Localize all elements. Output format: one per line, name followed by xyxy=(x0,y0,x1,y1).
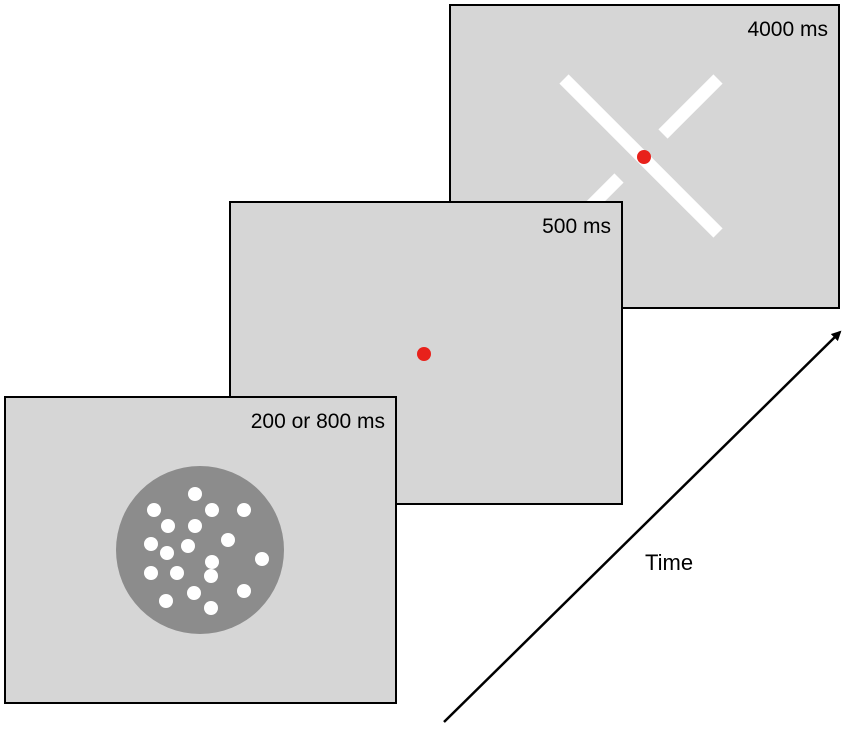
duration-label: 200 or 800 ms xyxy=(250,410,385,433)
stimulus-dot xyxy=(144,566,158,580)
stimulus-dot xyxy=(144,537,158,551)
stimulus-dot xyxy=(181,539,195,553)
stimulus-dot xyxy=(204,601,218,615)
fixation-dot xyxy=(417,347,431,361)
stimulus-dot xyxy=(170,566,184,580)
stimulus-screen: 200 or 800 ms xyxy=(4,396,397,704)
stimulus-dot xyxy=(187,586,201,600)
stimulus-dot xyxy=(237,584,251,598)
stimulus-dot xyxy=(255,552,269,566)
stimulus-dot xyxy=(205,503,219,517)
stimulus-dot xyxy=(147,503,161,517)
stimulus-dot xyxy=(205,555,219,569)
stimulus-dot xyxy=(160,546,174,560)
stimulus-dot xyxy=(188,519,202,533)
stimulus-dot xyxy=(221,533,235,547)
stimulus-dot xyxy=(159,594,173,608)
stimulus-dot xyxy=(161,519,175,533)
time-label: Time xyxy=(645,550,694,575)
fixation-dot xyxy=(637,150,651,164)
duration-label: 4000 ms xyxy=(747,18,828,41)
dot-array-aperture xyxy=(116,466,284,634)
stimulus-dot xyxy=(204,569,218,583)
stimulus-dot xyxy=(188,487,202,501)
cross-bar-ascending-upper xyxy=(658,74,723,139)
duration-label: 500 ms xyxy=(542,215,611,238)
stimulus-dot xyxy=(237,503,251,517)
